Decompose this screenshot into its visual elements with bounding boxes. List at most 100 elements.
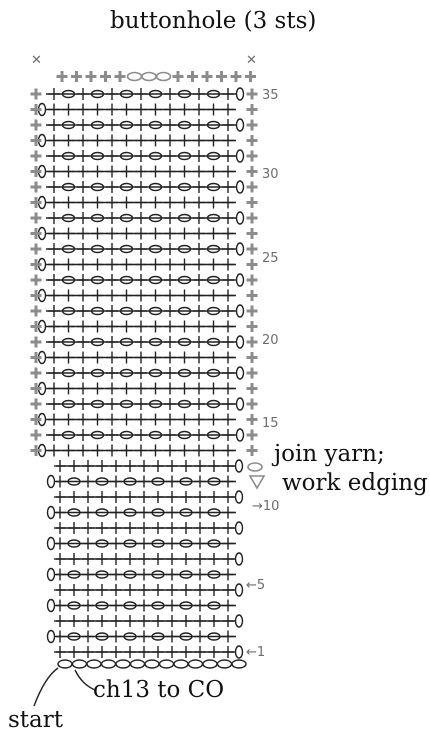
chain-stitch: [119, 120, 134, 130]
single-crochet: [222, 150, 234, 162]
chain-stitch: [177, 306, 192, 316]
single-crochet: [96, 553, 108, 565]
single-crochet: [82, 599, 94, 612]
single-crochet: [178, 258, 191, 271]
chain-stitch: [206, 213, 221, 223]
edging-stitch: [71, 71, 82, 82]
edging-stitch: [246, 104, 258, 115]
single-crochet: [193, 88, 205, 100]
single-crochet: [164, 274, 176, 286]
single-crochet: [193, 150, 205, 162]
single-crochet: [96, 646, 108, 658]
buttonhole-chain: [141, 71, 157, 82]
edging-stitch: [30, 212, 42, 224]
join-marker: [247, 462, 263, 472]
single-crochet: [135, 413, 147, 426]
chain-stitch: [177, 89, 192, 99]
chain-stitch: [90, 368, 105, 378]
chain-stitch: [123, 508, 137, 517]
single-crochet: [193, 398, 205, 410]
single-crochet: [106, 305, 118, 317]
single-crochet: [152, 646, 164, 658]
chain-stitch: [61, 430, 76, 440]
single-crochet: [222, 599, 234, 612]
chain-stitch: [206, 306, 221, 316]
single-crochet: [110, 553, 122, 565]
edging-stitch: [187, 71, 198, 82]
single-crochet: [110, 475, 122, 488]
single-crochet: [135, 398, 147, 410]
single-crochet: [77, 258, 89, 271]
edging-stitch: [30, 367, 42, 379]
single-crochet: [180, 491, 192, 503]
single-crochet: [62, 413, 75, 426]
single-crochet: [135, 103, 147, 116]
chain-stitch: [67, 570, 81, 579]
join-yarn-label: join yarn;: [271, 441, 385, 467]
turning-chain: [234, 583, 244, 597]
single-crochet: [138, 460, 150, 472]
chain-stitch: [179, 570, 193, 579]
single-crochet: [149, 351, 162, 364]
single-crochet: [77, 289, 89, 302]
edging-stitch: [246, 398, 258, 410]
chain-stitch: [148, 182, 163, 192]
single-crochet: [106, 227, 118, 240]
single-crochet: [194, 506, 206, 519]
turning-chain: [46, 598, 56, 613]
chain-stitch: [144, 659, 160, 669]
single-crochet: [48, 196, 60, 209]
chain-stitch: [206, 182, 221, 192]
single-crochet: [68, 460, 80, 472]
edging-grid: [30, 71, 258, 456]
single-crochet: [193, 320, 205, 333]
single-crochet: [207, 382, 220, 395]
single-crochet: [166, 506, 178, 519]
single-crochet: [222, 212, 234, 224]
chain-stitch: [151, 539, 165, 548]
single-crochet: [106, 320, 118, 333]
chain-stitch: [90, 213, 105, 223]
single-crochet: [222, 522, 234, 534]
single-crochet: [106, 336, 118, 348]
single-crochet: [135, 88, 147, 100]
single-crochet: [48, 165, 60, 178]
single-crochet: [222, 398, 234, 410]
single-crochet: [54, 646, 66, 658]
single-crochet: [222, 553, 234, 565]
single-crochet: [222, 274, 234, 286]
single-crochet: [193, 119, 205, 131]
single-crochet: [194, 491, 206, 503]
single-crochet: [164, 351, 176, 364]
single-crochet: [62, 196, 75, 209]
single-crochet: [120, 382, 133, 395]
single-crochet: [77, 320, 89, 333]
turning-chain: [234, 459, 244, 473]
single-crochet: [138, 506, 150, 519]
edging-stitch: [30, 150, 42, 162]
chain-stitch: [119, 89, 134, 99]
single-crochet: [48, 258, 60, 271]
single-crochet: [96, 615, 108, 627]
single-crochet: [106, 367, 118, 379]
single-crochet: [152, 615, 164, 627]
turning-chain: [234, 552, 244, 566]
left-edge-mark: ✕: [31, 53, 42, 68]
single-crochet: [135, 289, 147, 302]
single-crochet: [120, 413, 133, 426]
single-crochet: [48, 367, 60, 379]
single-crochet: [194, 522, 206, 534]
edging-stitch: [85, 71, 97, 82]
single-crochet: [222, 227, 234, 240]
single-crochet: [138, 615, 150, 627]
single-crochet: [193, 336, 205, 348]
single-crochet: [135, 134, 147, 147]
single-crochet: [193, 227, 205, 240]
single-crochet: [178, 413, 191, 426]
single-crochet: [222, 584, 234, 596]
single-crochet: [193, 289, 205, 302]
single-crochet: [82, 460, 94, 472]
single-crochet: [193, 243, 205, 255]
single-crochet: [193, 181, 205, 193]
single-crochet: [138, 630, 150, 643]
